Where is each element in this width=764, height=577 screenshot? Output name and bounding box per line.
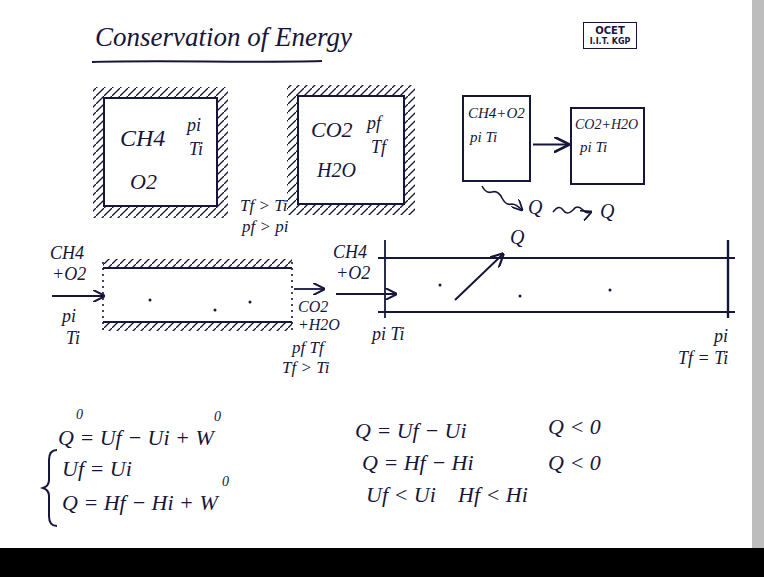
duct-wall — [103, 321, 292, 323]
box-text: CH4+O2 — [468, 105, 525, 122]
annotation: Q — [528, 196, 542, 219]
annotation: +H2O — [298, 316, 340, 334]
box-text: Tf — [371, 137, 386, 158]
box-text: CO2 — [311, 117, 353, 142]
box-text: H2O — [317, 159, 356, 182]
equation: Tf = Ti — [678, 348, 728, 369]
equation: Q = Uf − Ui — [355, 418, 467, 443]
annotation: CO2 — [298, 298, 328, 316]
annotation: pf > pi — [242, 217, 288, 237]
annotation: pi — [714, 326, 728, 347]
dot — [249, 301, 252, 304]
annotation: +O2 — [52, 264, 86, 285]
inlet-arrow — [52, 295, 104, 297]
annotation: Q — [510, 226, 524, 249]
annotation: CH4 — [50, 243, 84, 264]
wall-hatching — [93, 87, 228, 218]
annotation: pi — [62, 306, 76, 327]
slide-title: Conservation of Energy — [95, 22, 352, 53]
brace — [43, 450, 57, 526]
process-arrow — [533, 144, 568, 146]
annotation: +O2 — [336, 263, 370, 284]
annotation: 0 — [214, 409, 221, 425]
heat-squiggle — [553, 207, 591, 213]
control-surface — [727, 240, 729, 318]
annotation: 0 — [76, 407, 83, 423]
logo-box: OCETI.I.T. KGP — [583, 22, 637, 49]
duct-wall — [378, 257, 735, 259]
outlet-arrow — [294, 288, 324, 290]
annotation: Ti — [66, 328, 80, 349]
box-text: O2 — [130, 169, 157, 194]
annotation: pi Ti — [372, 324, 405, 345]
box-text: OCET — [587, 25, 633, 37]
annotation: 0 — [222, 474, 229, 490]
box-text: pi Ti — [470, 129, 497, 146]
dot — [609, 289, 612, 292]
system-box: CO2 pfTfH2O — [297, 95, 405, 205]
control-surface — [384, 240, 386, 318]
box-text: I.I.T. KGP — [587, 37, 633, 46]
equation: Q < 0 — [548, 450, 601, 475]
box-text: Ti — [189, 139, 203, 160]
heat-squiggle — [482, 186, 522, 210]
control-surface — [291, 262, 293, 330]
box-text: CH4 — [120, 125, 165, 153]
equation: Q = Uf − Ui + W — [58, 425, 214, 450]
slide-edge — [752, 0, 764, 548]
equation: Uf = Ui — [62, 456, 132, 481]
box-text: pf — [367, 113, 381, 134]
dot — [439, 284, 442, 287]
wall-hatching — [103, 259, 292, 268]
system-box: CO2+H2O pi Ti — [570, 107, 645, 185]
system-box: CH4 piTiO2 — [103, 97, 218, 207]
box-text: CO2+H2O — [575, 117, 638, 133]
duct-wall — [103, 267, 292, 269]
annotation: Tf > Ti — [282, 358, 329, 378]
bottom-bar — [0, 548, 764, 577]
annotation: Q — [600, 200, 614, 223]
equation: Q < 0 — [548, 414, 601, 439]
equation: Hf < Hi — [458, 482, 528, 507]
annotation: pf Tf — [292, 338, 324, 358]
system-box: CH4+O2 pi Ti — [462, 95, 531, 182]
equation: Uf < Ui — [366, 482, 436, 507]
dot — [214, 309, 217, 312]
equation: Q = Hf − Hi + W — [62, 490, 218, 515]
annotation: Tf > Ti — [240, 196, 287, 216]
box-text: pi — [187, 115, 201, 136]
dot — [149, 299, 152, 302]
wall-hatching — [103, 322, 292, 331]
heat-arrow — [455, 254, 503, 300]
annotation: CH4 — [333, 242, 367, 263]
box-text: pi Ti — [580, 139, 607, 156]
title-underline — [92, 61, 322, 62]
wall-hatching — [287, 85, 415, 215]
equation: Q = Hf − Hi — [362, 450, 474, 475]
duct-wall — [378, 311, 735, 313]
inlet-arrow — [336, 293, 396, 295]
dot — [519, 295, 522, 298]
